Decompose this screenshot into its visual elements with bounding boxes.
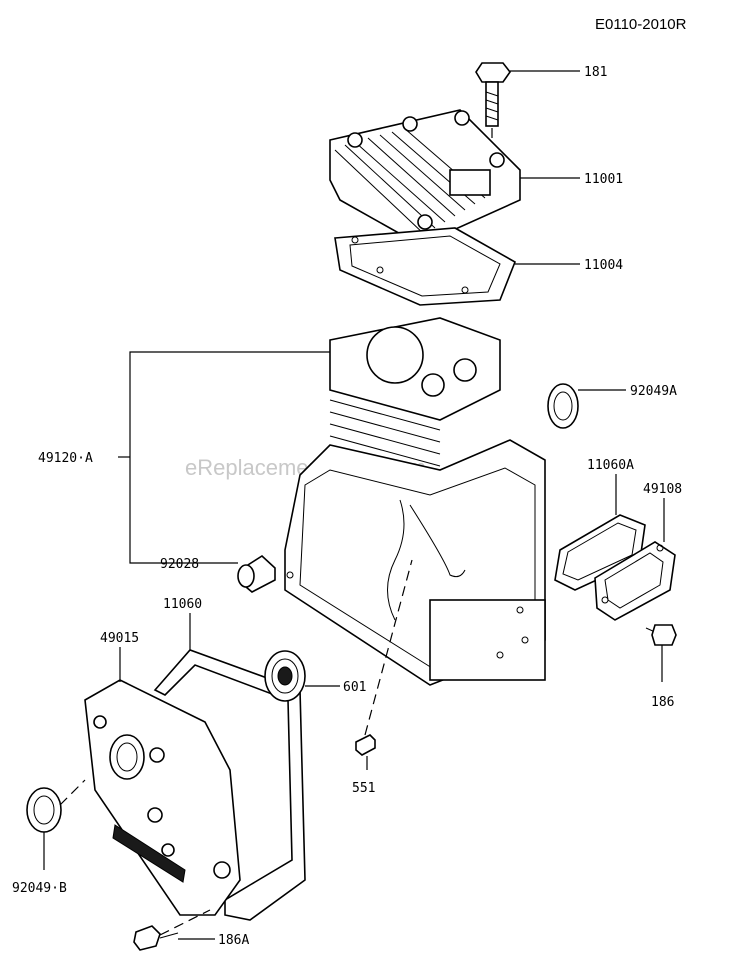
callout-49015: 49015	[100, 631, 139, 646]
callout-186A: 186A	[218, 933, 249, 948]
bolt-186	[645, 624, 677, 646]
dowel-pin-551	[355, 559, 413, 756]
callout-11001: 11001	[584, 172, 623, 187]
diagram-reference: E0110-2010R	[595, 16, 687, 33]
callout-11004: 11004	[584, 258, 623, 273]
breather-cover-49108	[594, 541, 676, 621]
callout-186: 186	[651, 695, 674, 710]
bolt-186A	[133, 909, 211, 951]
bearing-601	[264, 650, 306, 702]
bolt-181	[475, 62, 511, 150]
callout-551: 551	[352, 781, 375, 796]
callout-92028: 92028	[160, 557, 199, 572]
callout-181: 181	[584, 65, 607, 80]
callout-601: 601	[343, 680, 366, 695]
bushing-92028	[237, 554, 276, 593]
callout-49120A: 49120·A	[38, 451, 93, 466]
oil-seal-92049B	[26, 779, 86, 833]
oil-seal-92049A	[547, 383, 579, 429]
crankcase-cover-49015	[84, 679, 241, 916]
callout-92049A: 92049A	[630, 384, 677, 399]
callout-49108: 49108	[643, 482, 682, 497]
cylinder-head-11001	[329, 109, 521, 246]
callout-11060A: 11060A	[587, 458, 634, 473]
crankcase-49120A	[284, 317, 546, 686]
head-gasket-11004	[334, 227, 516, 306]
callout-11060: 11060	[163, 597, 202, 612]
callout-92049B: 92049·B	[12, 881, 67, 896]
